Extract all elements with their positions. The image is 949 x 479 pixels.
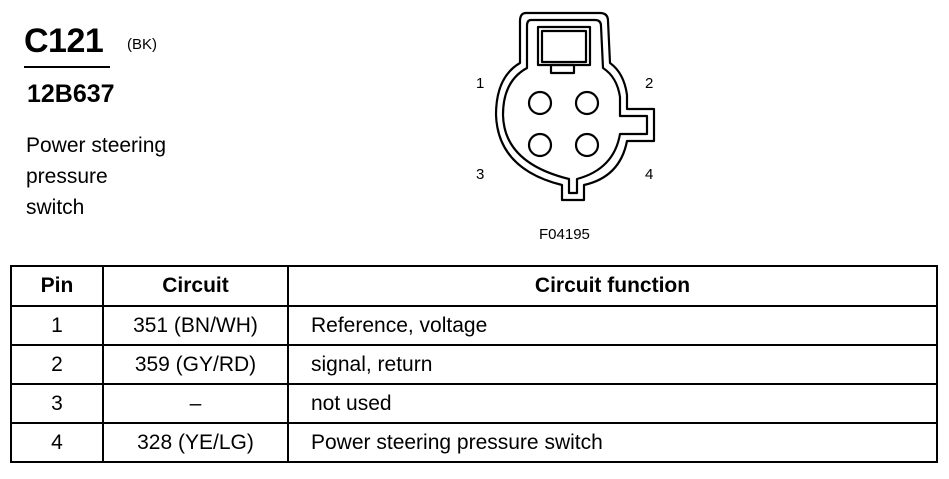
cell-pin: 2 — [10, 344, 104, 385]
cell-circuit: 359 (GY/RD) — [102, 344, 289, 385]
connector-description: Power steering pressure switch — [26, 130, 226, 223]
pin-label-3: 3 — [476, 166, 485, 183]
connector-housing-inner — [501, 18, 649, 195]
cell-function: not used — [287, 383, 938, 424]
pin-label-4: 4 — [645, 166, 654, 183]
cell-function: Reference, voltage — [287, 305, 938, 346]
part-number: 12B637 — [27, 80, 115, 108]
pin-label-2: 2 — [645, 75, 654, 92]
connector-face-diagram — [494, 11, 656, 202]
cell-pin: 1 — [10, 305, 104, 346]
cell-pin: 4 — [10, 422, 104, 463]
description-line: Power steering — [26, 134, 167, 157]
cell-circuit: 328 (YE/LG) — [102, 422, 289, 463]
cell-circuit: 351 (BN/WH) — [102, 305, 289, 346]
table-row: 4 328 (YE/LG) Power steering pressure sw… — [10, 422, 938, 463]
locking-tab-inner — [540, 29, 588, 64]
table-row: 3 – not used — [10, 383, 938, 424]
description-line: switch — [26, 196, 85, 219]
description-line: pressure — [26, 165, 108, 188]
table-row: 2 359 (GY/RD) signal, return — [10, 344, 938, 385]
pin-cavity-1 — [527, 90, 553, 116]
figure-id: F04195 — [539, 226, 590, 243]
cell-pin: 3 — [10, 383, 104, 424]
column-header-pin: Pin — [10, 265, 104, 307]
table-row: 1 351 (BN/WH) Reference, voltage — [10, 305, 938, 346]
pin-label-1: 1 — [476, 75, 485, 92]
table-header-row: Pin Circuit Circuit function — [10, 265, 938, 307]
pin-cavity-2 — [574, 90, 600, 116]
pin-cavity-3 — [527, 132, 553, 158]
pin-cavity-4 — [574, 132, 600, 158]
column-header-circuit-function: Circuit function — [287, 265, 938, 307]
connector-housing-outer — [494, 11, 656, 202]
title-underline — [24, 66, 110, 68]
connector-color-code: (BK) — [127, 36, 157, 53]
locking-tab — [536, 25, 592, 67]
connector-id: C121 — [24, 22, 104, 60]
pinout-table: Pin Circuit Circuit function 1 351 (BN/W… — [10, 265, 938, 463]
column-header-circuit: Circuit — [102, 265, 289, 307]
locking-tab-latch — [549, 63, 576, 75]
cell-function: Power steering pressure switch — [287, 422, 938, 463]
cell-circuit: – — [102, 383, 289, 424]
cell-function: signal, return — [287, 344, 938, 385]
